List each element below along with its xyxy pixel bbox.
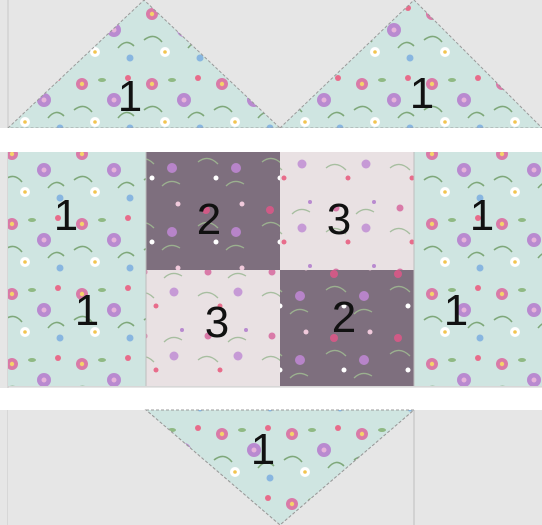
label-square-bottom-right: 2 <box>332 296 356 340</box>
sashing-band-bottom <box>0 388 542 410</box>
label-bottom-triangle: 1 <box>251 428 275 472</box>
sashing-band-top <box>0 128 542 152</box>
label-right-upper: 1 <box>470 194 494 238</box>
label-square-top-right: 3 <box>327 198 351 242</box>
label-top-left-triangle: 1 <box>118 75 142 119</box>
label-square-top-left: 2 <box>197 198 221 242</box>
label-left-lower: 1 <box>75 289 99 333</box>
label-right-lower: 1 <box>444 289 468 333</box>
left-column <box>8 152 146 386</box>
label-left-upper: 1 <box>54 194 78 238</box>
corner-bottom-left <box>8 410 146 525</box>
right-column <box>414 152 542 386</box>
label-top-right-triangle: 1 <box>410 72 434 116</box>
label-square-bottom-left: 3 <box>205 301 229 345</box>
